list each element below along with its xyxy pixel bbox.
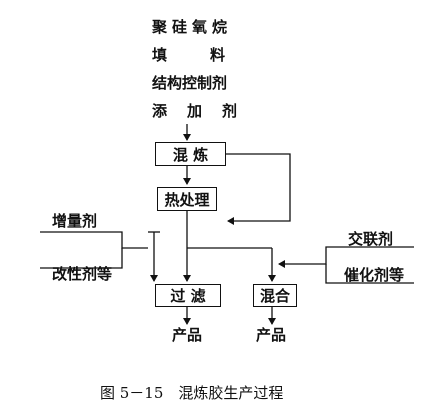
output-product-blend: 产品 — [256, 326, 287, 344]
figure-caption: 图 5－15 混炼胶生产过程 — [100, 384, 284, 402]
box-filtration: 过 滤 — [155, 284, 221, 307]
right-input-crosslinker: 交联剂 — [348, 230, 394, 248]
right-input-catalyst: 催化剂等 — [344, 266, 405, 284]
input-filler-left: 填 — [152, 46, 168, 64]
box-mixing: 混 炼 — [155, 142, 226, 166]
left-input-modifier: 改性剂等 — [52, 265, 113, 283]
right-input-top-line — [278, 246, 414, 268]
input-filler-right: 料 — [210, 46, 226, 64]
bypass-line — [226, 153, 291, 225]
left-input-top-line — [40, 231, 148, 249]
box-blending: 混合 — [253, 284, 297, 307]
output-product-filter: 产品 — [172, 326, 203, 344]
right-input-bottom-line — [325, 264, 414, 284]
left-input-bottom-line — [40, 248, 123, 269]
box-heat-treatment: 热处理 — [157, 187, 217, 211]
left-input-extender: 增量剂 — [52, 212, 98, 230]
input-additive: 添加剂 — [152, 102, 258, 120]
input-structure-control-agent: 结构控制剂 — [152, 74, 228, 92]
input-polysiloxane: 聚硅氧烷 — [152, 18, 233, 36]
